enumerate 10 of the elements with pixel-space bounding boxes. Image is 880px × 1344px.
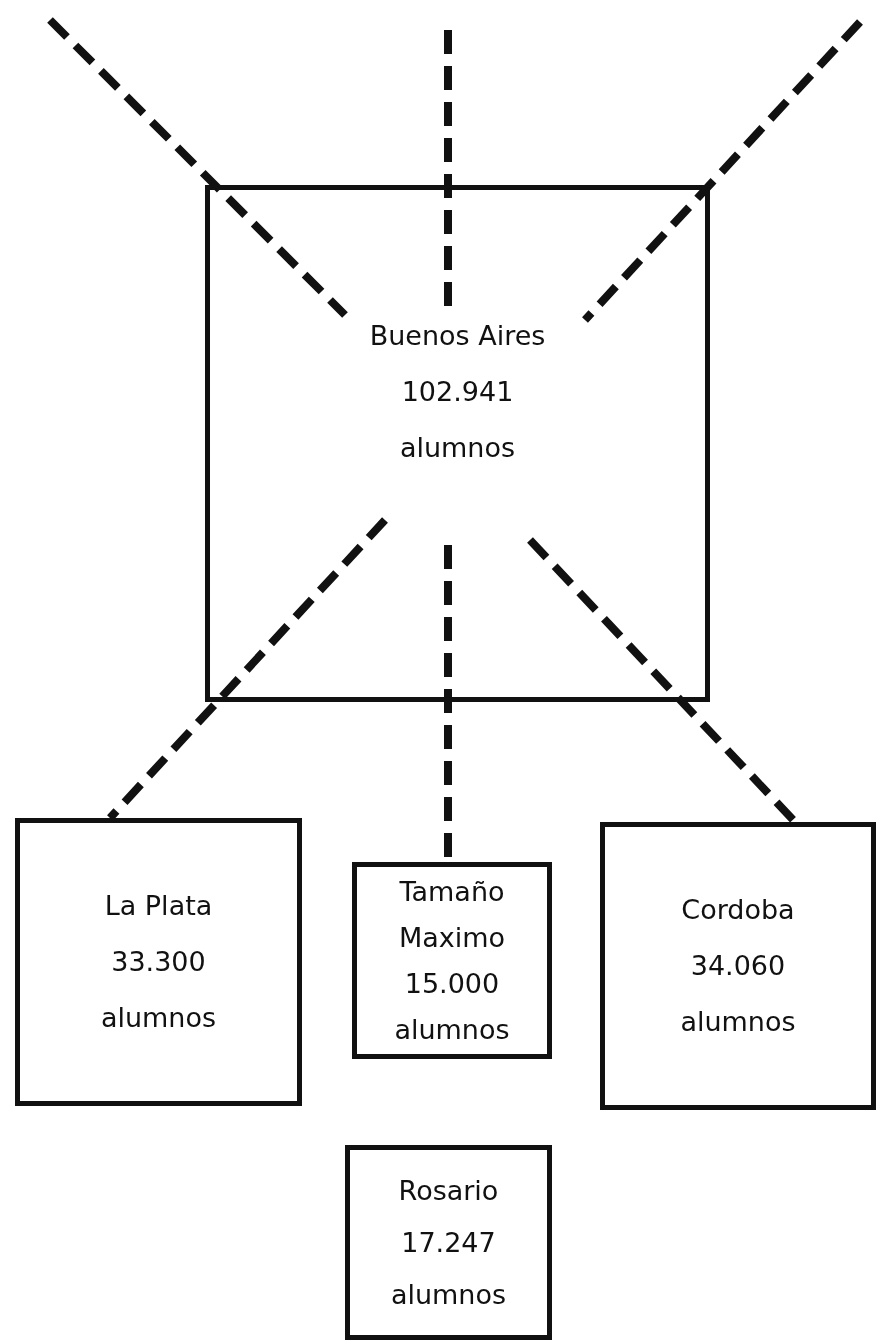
city-label: Buenos Aires 102.941 alumnos [368,318,547,465]
city-box [600,822,876,1110]
city-box [345,1145,552,1340]
city-box [352,862,552,1059]
city-label: Tamaño Maximo 15.000 alumnos [393,874,511,1047]
city-box [15,818,302,1106]
city-label: La Plata 33.300 alumnos [99,889,218,1035]
city-label: Cordoba 34.060 alumnos [679,893,797,1039]
city-box [205,185,710,702]
city-label: Rosario 17.247 alumnos [389,1173,508,1312]
